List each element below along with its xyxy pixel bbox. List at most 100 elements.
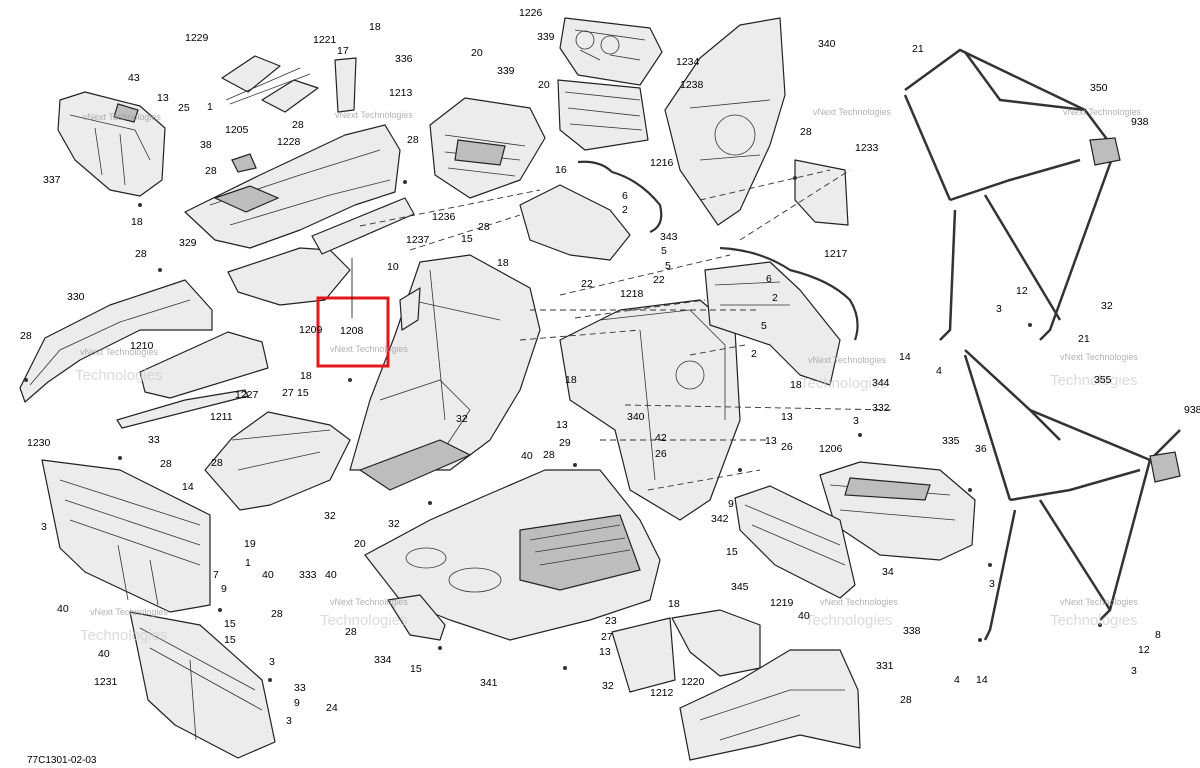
callout-938[interactable]: 938: [1131, 116, 1149, 128]
callout-40[interactable]: 40: [521, 450, 533, 462]
callout-1229[interactable]: 1229: [185, 32, 209, 44]
callout-355[interactable]: 355: [1094, 374, 1112, 386]
callout-12[interactable]: 12: [1016, 285, 1028, 297]
callout-15[interactable]: 15: [461, 233, 473, 245]
callout-344[interactable]: 344: [872, 377, 890, 389]
highlighted-part-1208[interactable]: 1208 vNext Technologies: [316, 258, 408, 368]
callout-339[interactable]: 339: [497, 65, 515, 77]
callout-1231[interactable]: 1231: [94, 676, 118, 688]
callout-13[interactable]: 13: [556, 419, 568, 431]
callout-28[interactable]: 28: [135, 248, 147, 260]
callout-18[interactable]: 18: [300, 370, 312, 382]
callout-2[interactable]: 2: [772, 292, 778, 304]
callout-32[interactable]: 32: [602, 680, 614, 692]
callout-12[interactable]: 12: [1138, 644, 1150, 656]
callout-1236[interactable]: 1236: [432, 211, 456, 223]
callout-3[interactable]: 3: [1131, 665, 1137, 677]
callout-18[interactable]: 18: [131, 216, 143, 228]
callout-3[interactable]: 3: [996, 303, 1002, 315]
callout-1220[interactable]: 1220: [681, 676, 705, 688]
callout-1206[interactable]: 1206: [819, 443, 843, 455]
callout-20[interactable]: 20: [538, 79, 550, 91]
callout-28[interactable]: 28: [271, 608, 283, 620]
callout-1219[interactable]: 1219: [770, 597, 794, 609]
callout-20[interactable]: 20: [471, 47, 483, 59]
callout-33[interactable]: 33: [294, 682, 306, 694]
callout-40[interactable]: 40: [98, 648, 110, 660]
callout-28[interactable]: 28: [478, 221, 490, 233]
callout-29[interactable]: 29: [559, 437, 571, 449]
callout-25[interactable]: 25: [178, 102, 190, 114]
callout-13[interactable]: 13: [781, 411, 793, 423]
callout-14[interactable]: 14: [976, 674, 988, 686]
callout-15[interactable]: 15: [410, 663, 422, 675]
callout-3[interactable]: 3: [853, 415, 859, 427]
callout-24[interactable]: 24: [326, 702, 338, 714]
callout-15[interactable]: 15: [224, 634, 236, 646]
callout-3[interactable]: 3: [989, 578, 995, 590]
callout-32[interactable]: 32: [324, 510, 336, 522]
callout-27[interactable]: 27: [601, 631, 613, 643]
callout-28[interactable]: 28: [543, 449, 555, 461]
callout-1233[interactable]: 1233: [855, 142, 879, 154]
callout-13[interactable]: 13: [599, 646, 611, 658]
callout-28[interactable]: 28: [345, 626, 357, 638]
callout-34[interactable]: 34: [882, 566, 894, 578]
callout-15[interactable]: 15: [224, 618, 236, 630]
callout-330[interactable]: 330: [67, 291, 85, 303]
callout-21[interactable]: 21: [1078, 333, 1090, 345]
callout-38[interactable]: 38: [200, 139, 212, 151]
callout-28[interactable]: 28: [800, 126, 812, 138]
callout-1221[interactable]: 1221: [313, 34, 337, 46]
callout-336[interactable]: 336: [395, 53, 413, 65]
callout-1217[interactable]: 1217: [824, 248, 848, 260]
callout-42[interactable]: 42: [655, 432, 667, 444]
callout-33[interactable]: 33: [148, 434, 160, 446]
callout-26[interactable]: 26: [781, 441, 793, 453]
callout-6[interactable]: 6: [622, 190, 628, 202]
callout-337[interactable]: 337: [43, 174, 61, 186]
callout-9[interactable]: 9: [728, 498, 734, 510]
callout-28[interactable]: 28: [407, 134, 419, 146]
callout-18[interactable]: 18: [497, 257, 509, 269]
callout-21[interactable]: 21: [912, 43, 924, 55]
callout-23[interactable]: 23: [605, 615, 617, 627]
callout-15[interactable]: 15: [726, 546, 738, 558]
callout-15[interactable]: 15: [297, 387, 309, 399]
callout-1209[interactable]: 1209: [299, 324, 323, 336]
callout-17[interactable]: 17: [337, 45, 349, 57]
callout-1216[interactable]: 1216: [650, 157, 674, 169]
callout-331[interactable]: 331: [876, 660, 894, 672]
callout-5[interactable]: 5: [665, 260, 671, 272]
callout-36[interactable]: 36: [975, 443, 987, 455]
callout-22[interactable]: 22: [581, 278, 593, 290]
callout-1[interactable]: 1: [207, 101, 213, 113]
callout-9[interactable]: 9: [221, 583, 227, 595]
callout-7[interactable]: 7: [213, 569, 219, 581]
callout-1226[interactable]: 1226: [519, 7, 543, 19]
callout-27[interactable]: 27: [282, 387, 294, 399]
callout-40[interactable]: 40: [57, 603, 69, 615]
callout-1[interactable]: 1: [245, 557, 251, 569]
callout-1228[interactable]: 1228: [277, 136, 301, 148]
callout-40[interactable]: 40: [325, 569, 337, 581]
callout-3[interactable]: 3: [41, 521, 47, 533]
callout-334[interactable]: 334: [374, 654, 392, 666]
callout-18[interactable]: 18: [369, 21, 381, 33]
callout-1237[interactable]: 1237: [406, 234, 430, 246]
callout-335[interactable]: 335: [942, 435, 960, 447]
callout-18[interactable]: 18: [790, 379, 802, 391]
callout-5[interactable]: 5: [661, 245, 667, 257]
callout-26[interactable]: 26: [655, 448, 667, 460]
callout-343[interactable]: 343: [660, 231, 678, 243]
callout-4[interactable]: 4: [954, 674, 960, 686]
callout-5[interactable]: 5: [761, 320, 767, 332]
callout-18[interactable]: 18: [565, 374, 577, 386]
callout-14[interactable]: 14: [899, 351, 911, 363]
callout-1210[interactable]: 1210: [130, 340, 154, 352]
callout-6[interactable]: 6: [766, 273, 772, 285]
callout-13[interactable]: 13: [157, 92, 169, 104]
callout-14[interactable]: 14: [182, 481, 194, 493]
callout-18[interactable]: 18: [668, 598, 680, 610]
callout-8[interactable]: 8: [1155, 629, 1161, 641]
